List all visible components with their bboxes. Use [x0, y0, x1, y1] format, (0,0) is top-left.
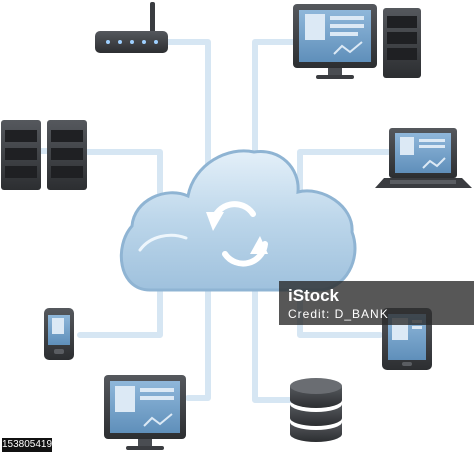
connector-router [152, 39, 211, 171]
laptop-icon [375, 128, 472, 188]
sync-arrow-icon [206, 201, 268, 267]
connector-desktop [252, 39, 300, 165]
stock-image-id: 153805419 [2, 438, 53, 452]
mobile-phone-icon [44, 308, 74, 360]
watermark-credit: Credit: D_BANK [288, 307, 389, 321]
connector-servers [85, 149, 163, 198]
database-icon [290, 378, 342, 442]
connector-database [252, 287, 293, 403]
connector-monitor [185, 282, 211, 401]
desktop-tower-icon [293, 4, 421, 79]
connector-laptop [297, 149, 391, 193]
connector-phone [77, 277, 163, 338]
watermark-band [279, 281, 474, 325]
cloud [119, 149, 357, 292]
router-icon [95, 2, 168, 53]
connector-lines [77, 39, 391, 403]
monitor-icon [104, 375, 186, 450]
server-rack-icon [1, 120, 87, 190]
watermark-brand: iStock [288, 286, 340, 305]
